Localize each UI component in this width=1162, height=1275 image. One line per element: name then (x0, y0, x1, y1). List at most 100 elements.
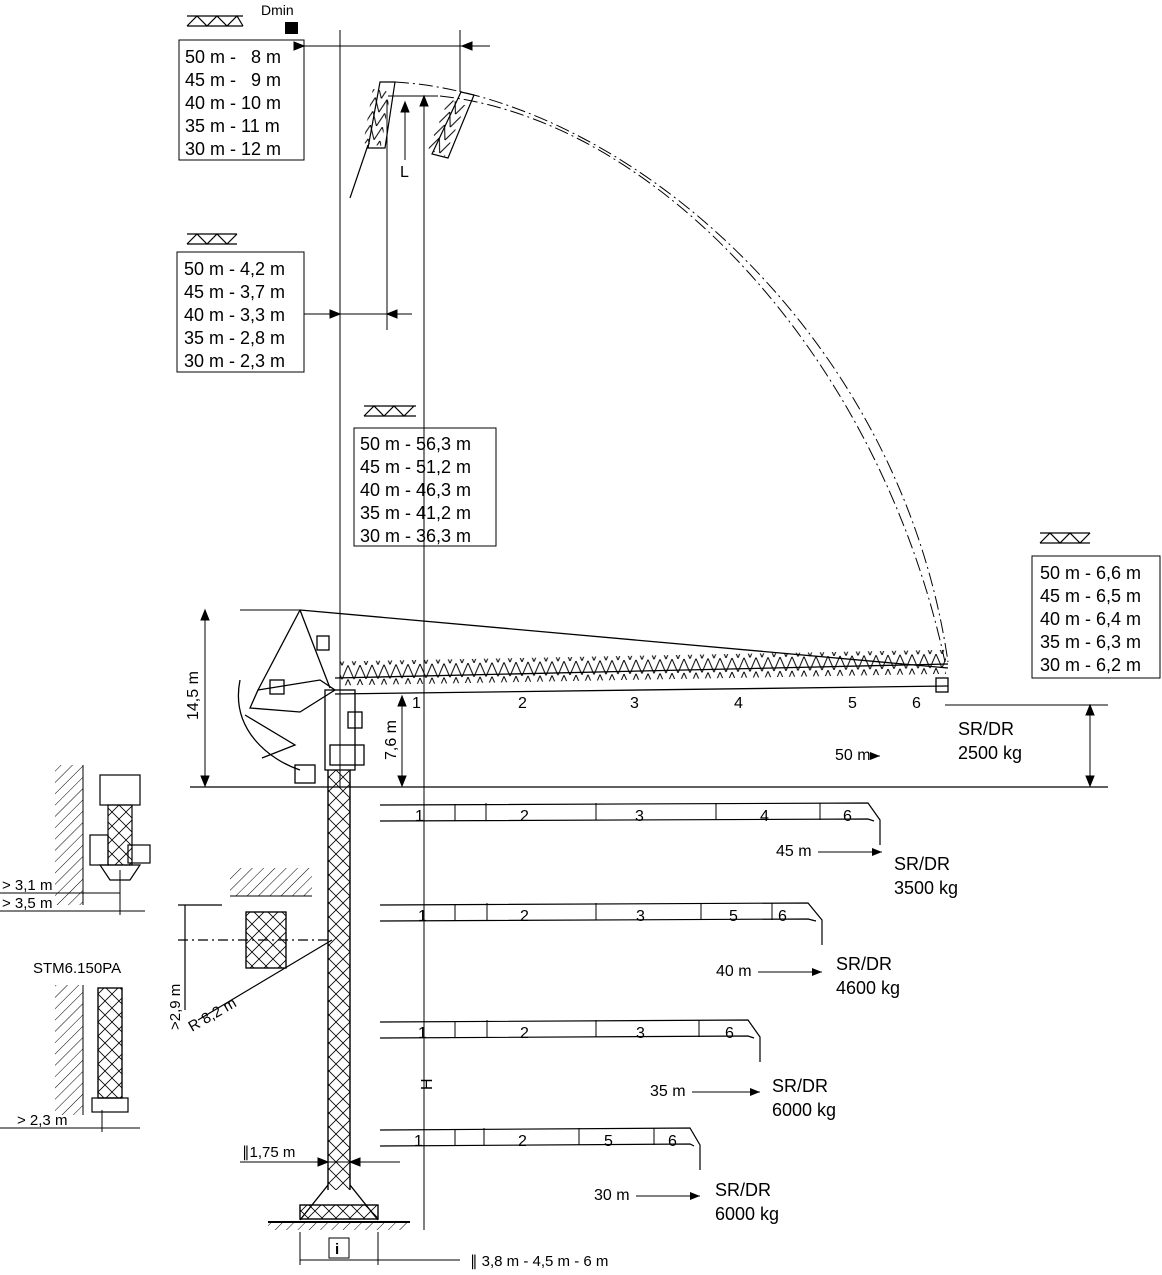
jib-section-number: 1 (412, 695, 421, 712)
label-h: H (419, 1078, 436, 1090)
jib-section-number: 2 (518, 1133, 527, 1150)
jib-section-number: 3 (635, 808, 644, 825)
table-row: 50 m - 56,3 m (360, 434, 471, 454)
jib-load-label: 6000 kg (772, 1100, 836, 1120)
crane-jib (237, 609, 949, 784)
jib-section-number: 1 (415, 808, 424, 825)
table-row: 30 m - 6,2 m (1040, 655, 1141, 675)
jib-length-label: 35 m (650, 1083, 686, 1100)
jib-mode-label: SR/DR (958, 719, 1014, 739)
jib-load-label: 3500 kg (894, 878, 958, 898)
table-row: 30 m - 36,3 m (360, 526, 471, 546)
label-14-5m: 14,5 m (185, 671, 202, 720)
ground-hatch (268, 1222, 410, 1230)
radius-label: R 8,2 m (186, 994, 240, 1035)
table-row: 35 m - 11 m (185, 116, 280, 136)
table-row: 45 m - 51,2 m (360, 457, 471, 477)
jib-mode-label: SR/DR (715, 1180, 771, 1200)
clearance-3-5: > 3,5 m (2, 895, 52, 912)
jib-section-number: 6 (668, 1133, 677, 1150)
jib-section-number: 5 (604, 1133, 613, 1150)
jib-section-number: 1 (414, 1133, 423, 1150)
table-row: 35 m - 6,3 m (1040, 632, 1141, 652)
jib-load-label: 2500 kg (958, 743, 1022, 763)
table-row: 45 m - 6,5 m (1040, 586, 1141, 606)
table-row: 45 m - 3,7 m (184, 282, 285, 302)
table-mid-left: 50 m - 4,2 m 45 m - 3,7 m 40 m - 3,3 m 3… (176, 251, 305, 373)
erection-arc (394, 81, 949, 663)
wall-hatch (55, 765, 83, 905)
jib-section-number: 6 (778, 908, 787, 925)
jib-section-number: 6 (912, 695, 921, 712)
radius-arrow-head (812, 968, 822, 976)
radius-arrow-head (690, 1192, 700, 1200)
jib-section-number: 1 (418, 1025, 427, 1042)
table-row: 30 m - 12 m (185, 139, 281, 159)
radius-arrow-head (870, 752, 880, 760)
radius-arrow-head (872, 848, 882, 856)
label-l: L (400, 164, 409, 181)
table-top-left: 50 m - 8 m 45 m - 9 m 40 m - 10 m 35 m -… (178, 39, 305, 161)
jib-load-label: 6000 kg (715, 1204, 779, 1224)
jib-length-label: 45 m (776, 843, 812, 860)
jib-load-label: 4600 kg (836, 978, 900, 998)
table-center: 50 m - 56,3 m 45 m - 51,2 m 40 m - 46,3 … (353, 427, 497, 547)
model-label: STM6.150PA (33, 960, 121, 977)
jib-truss-icon (1039, 532, 1091, 544)
jib-outline (379, 802, 881, 845)
jib-section-number: 3 (636, 1025, 645, 1042)
table-row: 35 m - 2,8 m (184, 328, 285, 348)
jib-mode-label: SR/DR (772, 1076, 828, 1096)
jib-configurations: 1 2 3 4 5 6 50 m SR/DR 2500 kg 1 2 3 4 6 45 m SR/DR 3500… (379, 695, 1022, 1224)
jib-truss-icon (186, 233, 238, 245)
svg-text:i: i (335, 1241, 339, 1258)
jib-mode-label: SR/DR (836, 954, 892, 974)
side-view-mast (91, 987, 129, 1113)
base-size-label: ∥ 3,8 m - 4,5 m - 6 m (470, 1253, 608, 1270)
table-row: 50 m - 4,2 m (184, 259, 285, 279)
table-row: 40 m - 46,3 m (360, 480, 471, 500)
jib-section-number: 3 (636, 908, 645, 925)
jib-section-number: 3 (630, 695, 639, 712)
jib-outline (379, 902, 823, 945)
jib-section-number: 4 (760, 808, 769, 825)
table-row: 30 m - 2,3 m (184, 351, 285, 371)
jib-section-number: 2 (520, 808, 529, 825)
jib-section-number: 6 (725, 1025, 734, 1042)
dmin-marker (285, 22, 298, 34)
jib-section-number: 2 (518, 695, 527, 712)
clearance-3-1: > 3,1 m (2, 877, 52, 894)
folded-jib (349, 81, 475, 199)
jib-outline (379, 1019, 761, 1062)
radius-arrow-head (750, 1088, 760, 1096)
table-row: 35 m - 41,2 m (360, 503, 471, 523)
table-row: 40 m - 6,4 m (1040, 609, 1141, 629)
jib-length-label: 50 m (835, 747, 871, 764)
wall-hatch (55, 985, 83, 1115)
jib-length-label: 30 m (594, 1187, 630, 1204)
jib-length-label: 40 m (716, 963, 752, 980)
table-row: 45 m - 9 m (185, 70, 281, 90)
clearance-2-9: >2,9 m (167, 984, 184, 1030)
table-row: 50 m - 6,6 m (1040, 563, 1141, 583)
table-right: 50 m - 6,6 m 45 m - 6,5 m 40 m - 6,4 m 3… (1031, 555, 1161, 679)
jib-truss-icon (186, 15, 244, 27)
label-7-6m: 7,6 m (383, 720, 400, 760)
jib-section-number: 5 (729, 908, 738, 925)
jib-section-number: 4 (734, 695, 743, 712)
mast-size-label: ∥1,75 m (242, 1144, 295, 1161)
jib-outline (379, 1127, 701, 1170)
jib-section-number: 1 (418, 908, 427, 925)
table-row: 50 m - 8 m (185, 47, 281, 67)
info-icon (328, 1237, 350, 1259)
clearance-2-3: > 2,3 m (17, 1112, 67, 1129)
jib-mode-label: SR/DR (894, 854, 950, 874)
table-row: 40 m - 3,3 m (184, 305, 285, 325)
jib-section-number: 2 (520, 1025, 529, 1042)
side-view-top (178, 904, 333, 1021)
side-view-crane (89, 774, 151, 881)
jib-section-number: 5 (848, 695, 857, 712)
jib-section-number: 6 (843, 808, 852, 825)
wall-hatch (230, 868, 312, 896)
